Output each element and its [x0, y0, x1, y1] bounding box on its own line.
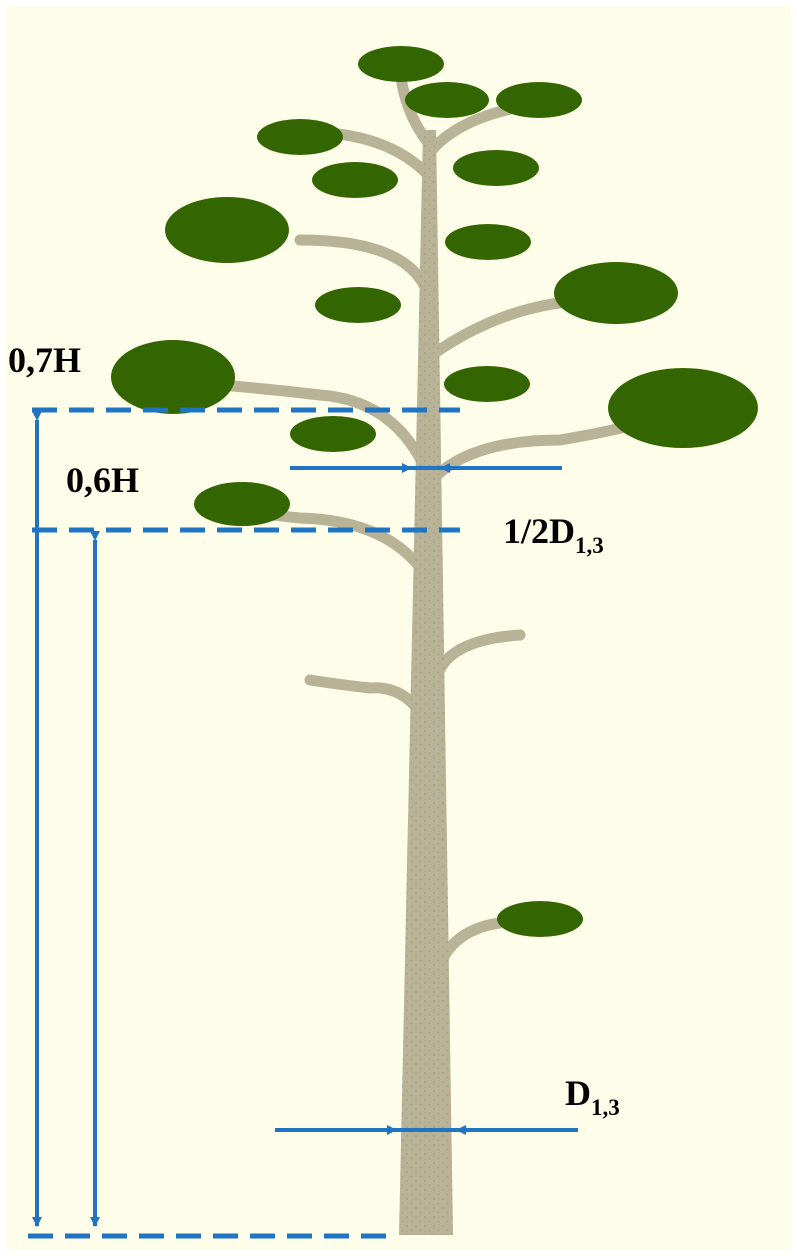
- measurement-lines: [28, 407, 578, 1239]
- diagram-background: [6, 6, 791, 1250]
- label-half-d13: 1/2D1,3: [503, 511, 604, 558]
- label-07h: 0,7H: [8, 340, 81, 380]
- label-06h: 0,6H: [66, 460, 139, 500]
- label-d13-sub: 1,3: [591, 1095, 620, 1120]
- trunk-texture: [399, 130, 453, 1235]
- foliage: [111, 46, 758, 937]
- label-d13: D1,3: [565, 1073, 620, 1120]
- label-d13-main: D: [565, 1073, 591, 1113]
- label-half-d13-main: 1/2D: [503, 511, 575, 551]
- label-half-d13-sub: 1,3: [575, 533, 604, 558]
